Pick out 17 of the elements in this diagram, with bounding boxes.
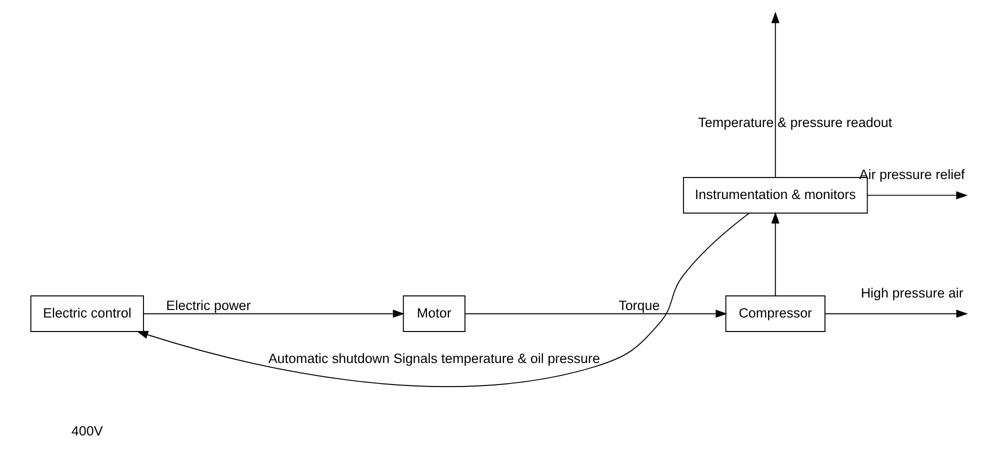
arrow — [770, 12, 779, 178]
arrow — [824, 310, 968, 318]
node-box: Compressor — [724, 295, 825, 332]
node-box: Electric control — [30, 295, 144, 332]
edge-label: High pressure air — [860, 286, 963, 301]
arrow — [464, 310, 727, 318]
arrow — [136, 212, 750, 387]
edge-label: Electric power — [166, 298, 250, 314]
node-box: Instrumentation & monitors — [682, 177, 868, 214]
arrow — [866, 191, 968, 200]
edge-label: Torque — [618, 298, 660, 314]
node-box: Motor — [402, 295, 465, 332]
arrow — [770, 212, 779, 296]
edge-label: Automatic shutdown Signals temperature & oil pressure — [268, 350, 600, 366]
edge-label: Temperature & pressure readout — [698, 114, 892, 130]
arrow — [142, 310, 404, 318]
label: 400V — [70, 424, 102, 439]
